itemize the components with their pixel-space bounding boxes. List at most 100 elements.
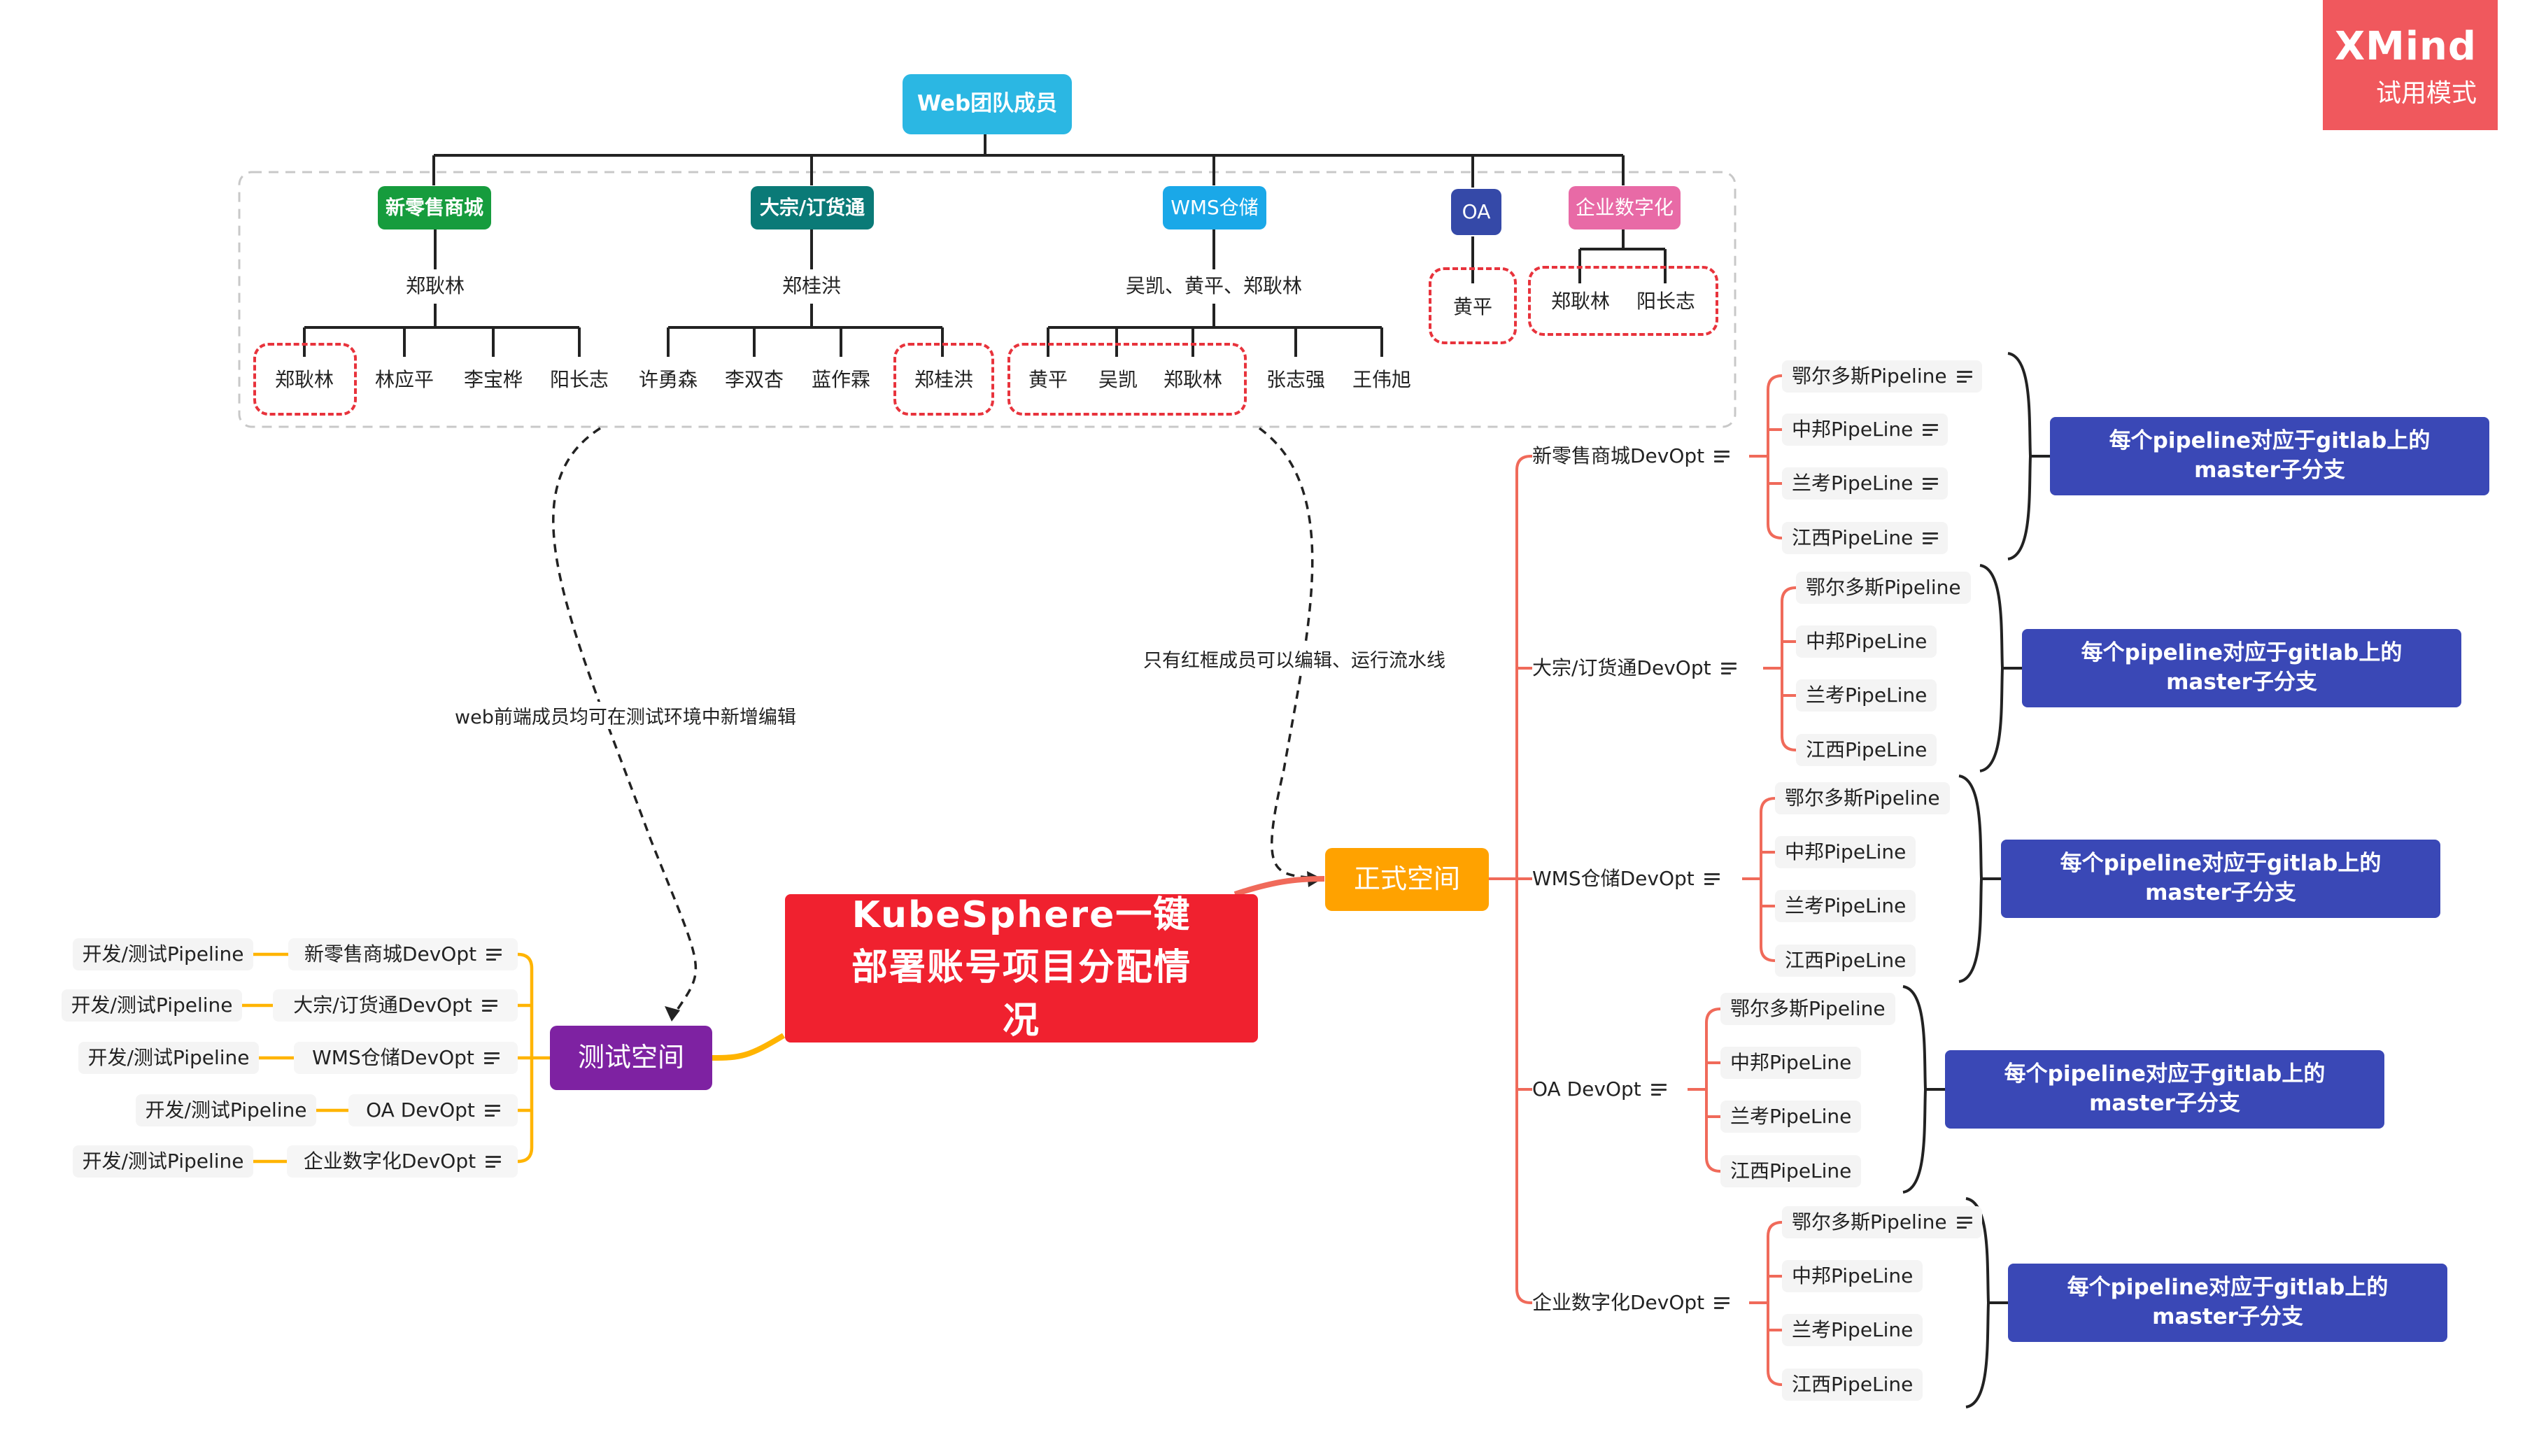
note-icon[interactable]: [483, 1052, 500, 1064]
member-wms-1[interactable]: 黄平: [1028, 367, 1068, 391]
group-tag-qiye[interactable]: 企业数字化: [1569, 186, 1681, 229]
prod-pipeline-item[interactable]: 鄂尔多斯Pipeline: [1796, 572, 1971, 604]
test-pipeline-item[interactable]: 开发/测试Pipeline: [136, 1094, 316, 1126]
prod-pipeline-item[interactable]: 兰考PipeLine: [1720, 1101, 1862, 1133]
prod-space-topic[interactable]: 正式空间: [1325, 848, 1489, 911]
member-dazong-2[interactable]: 李双杏: [724, 367, 784, 391]
group-tag-wms[interactable]: WMS仓储: [1163, 186, 1266, 229]
prod-pipeline-item[interactable]: 兰考PipeLine: [1775, 890, 1916, 922]
devopt-label: WMS仓储DevOpt: [1532, 866, 1695, 890]
note-icon[interactable]: [1650, 1084, 1667, 1096]
note-icon[interactable]: [1923, 424, 1939, 436]
permission-box-xinlingshou: [253, 343, 357, 416]
prod-devopt-wms[interactable]: WMS仓储DevOpt: [1532, 862, 1720, 896]
test-devopt-dazong[interactable]: 大宗/订货通DevOpt: [273, 989, 518, 1022]
note-icon[interactable]: [484, 1105, 500, 1117]
central-topic[interactable]: KubeSphere一键部署账号项目分配情况: [785, 894, 1258, 1042]
test-devopt-wms[interactable]: WMS仓储DevOpt: [294, 1042, 518, 1074]
prod-pipeline-item[interactable]: 中邦PipeLine: [1775, 836, 1916, 868]
member-xinlingshou-2[interactable]: 林应平: [374, 367, 434, 391]
prod-devopt-dazong[interactable]: 大宗/订货通DevOpt: [1532, 651, 1737, 685]
member-wms-5[interactable]: 王伟旭: [1352, 367, 1411, 391]
member-oa-1[interactable]: 黄平: [1452, 295, 1492, 318]
group-tag-oa[interactable]: OA: [1451, 189, 1501, 235]
devopt-label: 企业数字化DevOpt: [303, 1149, 476, 1173]
prod-pipeline-item[interactable]: 江西PipeLine: [1782, 1369, 1923, 1401]
test-devopt-qiye[interactable]: 企业数字化DevOpt: [287, 1145, 518, 1178]
note-icon[interactable]: [1714, 1297, 1730, 1309]
note-icon[interactable]: [1704, 873, 1720, 885]
member-dazong-1[interactable]: 许勇森: [638, 367, 698, 391]
prod-pipeline-item[interactable]: 中邦PipeLine: [1796, 625, 1937, 658]
note-icon[interactable]: [1923, 532, 1939, 544]
permission-box-qiye: [1528, 266, 1718, 336]
test-pipeline-item[interactable]: 开发/测试Pipeline: [62, 989, 242, 1022]
prod-pipeline-item[interactable]: 鄂尔多斯Pipeline: [1775, 782, 1950, 814]
member-dazong-4[interactable]: 郑桂洪: [914, 367, 973, 391]
member-qiye-2[interactable]: 阳长志: [1636, 289, 1695, 313]
member-dazong-3[interactable]: 蓝作霖: [811, 367, 870, 391]
note-icon[interactable]: [486, 949, 502, 961]
summary-dazong[interactable]: 每个pipeline对应于gitlab上的master子分支: [2022, 629, 2461, 707]
web-team-topic[interactable]: Web团队成员: [903, 74, 1072, 134]
relation-label-prod[interactable]: 只有红框成员可以编辑、运行流水线: [1143, 645, 1445, 672]
prod-pipeline-item[interactable]: 鄂尔多斯Pipeline: [1720, 993, 1895, 1025]
group-lead-dazong[interactable]: 郑桂洪: [781, 274, 841, 297]
test-devopt-xinlingshou[interactable]: 新零售商城DevOpt: [288, 938, 518, 970]
note-icon[interactable]: [1720, 663, 1737, 674]
member-wms-3[interactable]: 郑耿林: [1163, 367, 1222, 391]
member-wms-4[interactable]: 张志强: [1266, 367, 1325, 391]
group-tag-xinlingshou[interactable]: 新零售商城: [378, 186, 491, 229]
note-icon[interactable]: [1923, 478, 1939, 490]
test-devopt-oa[interactable]: OA DevOpt: [348, 1094, 518, 1126]
prod-devopt-oa[interactable]: OA DevOpt: [1532, 1073, 1667, 1106]
devopt-label: 新零售商城DevOpt: [304, 942, 477, 966]
prod-pipeline-item[interactable]: 鄂尔多斯Pipeline: [1782, 360, 1982, 393]
member-xinlingshou-1[interactable]: 郑耿林: [274, 367, 334, 391]
pipeline-label: 兰考PipeLine: [1792, 471, 1914, 495]
devopt-label: 企业数字化DevOpt: [1532, 1290, 1705, 1314]
member-qiye-1[interactable]: 郑耿林: [1550, 289, 1610, 313]
prod-pipeline-item[interactable]: 江西PipeLine: [1720, 1155, 1862, 1187]
prod-pipeline-item[interactable]: 中邦PipeLine: [1720, 1047, 1862, 1079]
prod-pipeline-item[interactable]: 中邦PipeLine: [1782, 414, 1949, 446]
member-xinlingshou-4[interactable]: 阳长志: [549, 367, 609, 391]
note-icon[interactable]: [481, 1000, 497, 1012]
test-tree-lines: [242, 952, 550, 1164]
prod-devopt-xinlingshou[interactable]: 新零售商城DevOpt: [1532, 439, 1730, 473]
note-icon[interactable]: [1956, 371, 1972, 383]
permission-box-oa: [1429, 267, 1517, 344]
group-lead-wms[interactable]: 吴凯、黄平、郑耿林: [1125, 274, 1302, 297]
note-icon[interactable]: [1956, 1217, 1972, 1229]
note-icon[interactable]: [486, 1156, 502, 1168]
prod-tree-lines: [1489, 374, 1797, 1386]
test-pipeline-item[interactable]: 开发/测试Pipeline: [78, 1042, 259, 1074]
member-xinlingshou-3[interactable]: 李宝桦: [463, 367, 523, 391]
summary-oa[interactable]: 每个pipeline对应于gitlab上的master子分支: [1945, 1050, 2384, 1129]
test-space-topic[interactable]: 测试空间: [550, 1026, 712, 1090]
prod-devopt-qiye[interactable]: 企业数字化DevOpt: [1532, 1286, 1730, 1320]
web-team-boundary: [238, 171, 1737, 428]
devopt-label: 大宗/订货通DevOpt: [293, 993, 472, 1017]
prod-pipeline-item[interactable]: 鄂尔多斯Pipeline: [1782, 1206, 1982, 1238]
test-pipeline-item[interactable]: 开发/测试Pipeline: [73, 938, 253, 970]
prod-pipeline-item[interactable]: 江西PipeLine: [1796, 734, 1937, 766]
prod-pipeline-item[interactable]: 江西PipeLine: [1782, 522, 1949, 554]
prod-pipeline-item[interactable]: 兰考PipeLine: [1782, 1314, 1923, 1346]
note-icon[interactable]: [1714, 451, 1730, 462]
prod-pipeline-item[interactable]: 中邦PipeLine: [1782, 1260, 1923, 1292]
summary-qiye[interactable]: 每个pipeline对应于gitlab上的master子分支: [2008, 1264, 2447, 1342]
devopt-label: 新零售商城DevOpt: [1532, 444, 1705, 467]
group-tag-dazong[interactable]: 大宗/订货通: [751, 186, 874, 229]
prod-pipeline-item[interactable]: 江西PipeLine: [1775, 945, 1916, 977]
summary-braces: [1902, 352, 2050, 1408]
test-pipeline-item[interactable]: 开发/测试Pipeline: [73, 1145, 253, 1178]
prod-pipeline-item[interactable]: 兰考PipeLine: [1796, 679, 1937, 712]
group-lead-xinlingshou[interactable]: 郑耿林: [405, 274, 465, 297]
summary-wms[interactable]: 每个pipeline对应于gitlab上的master子分支: [2001, 840, 2440, 918]
summary-xinlingshou[interactable]: 每个pipeline对应于gitlab上的master子分支: [2050, 417, 2489, 495]
relation-label-test[interactable]: web前端成员均可在测试环境中新增编辑: [455, 702, 796, 729]
pipeline-label: 鄂尔多斯Pipeline: [1792, 1210, 1947, 1234]
member-wms-2[interactable]: 吴凯: [1098, 367, 1138, 391]
prod-pipeline-item[interactable]: 兰考PipeLine: [1782, 467, 1949, 500]
